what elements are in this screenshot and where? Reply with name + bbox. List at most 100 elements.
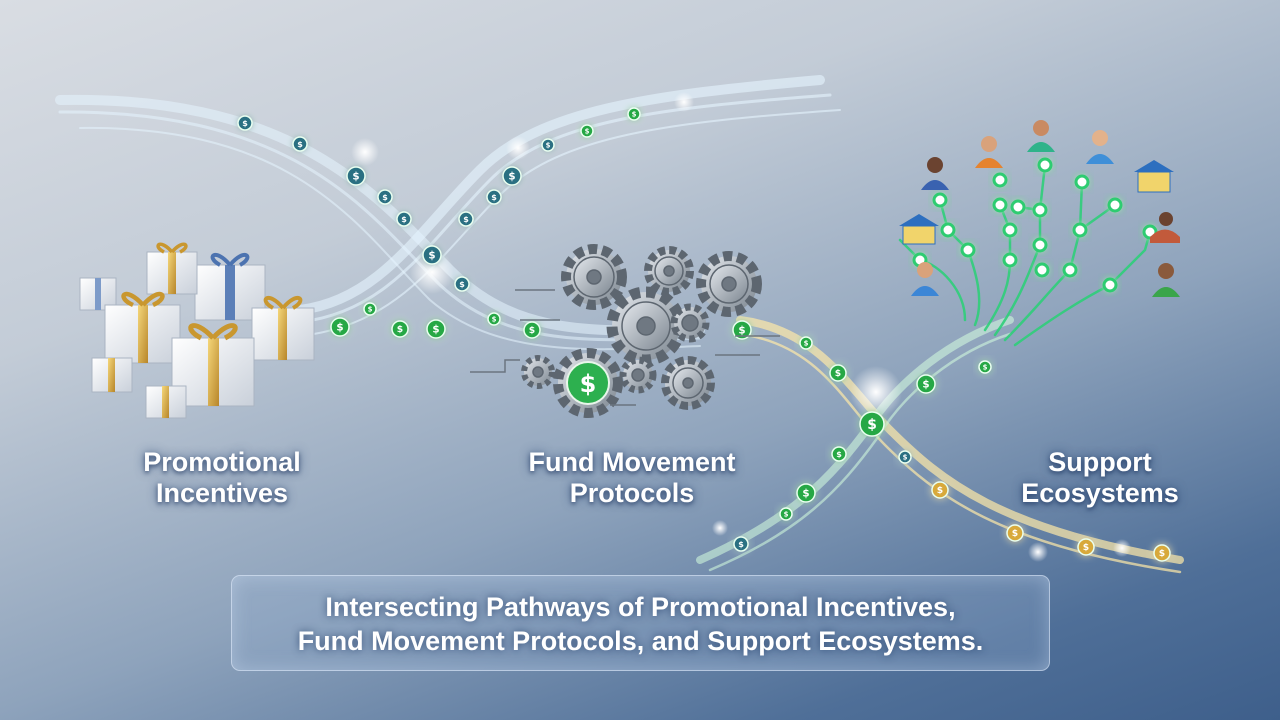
promotional-incentives-label: Promotional Incentives [107,447,337,509]
tree-node [1002,252,1018,268]
svg-text:$: $ [1083,542,1089,553]
coin-group: $ $ $ $ $ $ $ $ $ $ $ $ $ $ $ $ $ $ $ $ $ $ $ $ $ $ $ $ $ $ $ $ $ $ [237,107,1171,562]
svg-text:$: $ [836,450,842,459]
fund-movement-protocols-label: Fund Movement Protocols [502,447,762,509]
svg-text:$: $ [784,510,789,518]
tree-node [992,197,1008,213]
coin-icon: $ [237,115,253,131]
coin-icon: $ [799,336,813,350]
coin-icon: $ [627,107,641,121]
tree-node [940,222,956,238]
svg-text:$: $ [459,280,465,289]
svg-text:$: $ [903,453,908,461]
coin-icon: $ [458,211,474,227]
tree-node [1032,202,1048,218]
gift-icon [194,252,266,321]
gear-icon [696,251,762,317]
svg-text:$: $ [835,368,841,379]
svg-text:$: $ [492,315,497,323]
coin-icon: $ [978,360,992,374]
coin-icon: $ [363,302,377,316]
svg-text:$: $ [463,215,469,224]
svg-text:$: $ [937,485,943,496]
tree-node [1037,157,1053,173]
coin-icon: $ [486,189,502,205]
coin-icon: $ [377,189,393,205]
people-figures [899,120,1180,297]
path-lower-left-up [295,75,841,337]
svg-text:$: $ [804,339,809,347]
person-icon [975,136,1003,168]
path-green-right-down [696,316,1014,572]
svg-text:$: $ [297,140,303,149]
person-icon [1152,263,1180,297]
gift-icon [251,295,315,361]
svg-text:$: $ [508,171,515,183]
tree-node [1072,222,1088,238]
tree-node [932,192,948,208]
coin-icon: $ [732,320,752,340]
svg-text:$: $ [432,324,439,336]
coin-icon: $ [523,321,541,339]
svg-text:$: $ [802,488,809,500]
svg-text:$: $ [336,322,343,334]
gear-icon [670,303,710,343]
dollar-icon: $ [580,370,597,398]
coin-icon: $ [422,245,442,265]
tree-trunk [898,163,1152,347]
coin-icon: $ [1006,524,1024,542]
coin-icon: $ [346,166,366,186]
svg-text:$: $ [867,417,877,433]
caption-panel: Intersecting Pathways of Promotional Inc… [231,575,1050,671]
tree-node [1102,277,1118,293]
svg-text:$: $ [738,540,744,549]
coin-icon: $ [1153,544,1171,562]
svg-text:$: $ [922,379,929,391]
coin-icon: $ [487,312,501,326]
label-line: Incentives [155,478,289,508]
caption-line: Intersecting Pathways of Promotional Inc… [325,592,956,622]
coin-icon: $ [898,450,912,464]
svg-text:$: $ [242,119,248,128]
coin-icon: $ [580,124,594,138]
gear-cluster [470,244,780,418]
person-icon [911,262,939,296]
person-icon [1150,212,1180,243]
svg-text:$: $ [397,324,403,335]
svg-text:$: $ [529,325,535,336]
coin-icon: $ [931,481,949,499]
coin-icon: $ [541,138,555,152]
building-icon [899,214,939,245]
gift-boxes [79,242,315,419]
coin-icon: $ [916,374,936,394]
svg-text:$: $ [352,171,359,183]
svg-text:$: $ [1012,528,1018,539]
label-line: Fund Movement [528,447,736,477]
svg-text:$: $ [382,193,388,202]
gift-icon [146,242,198,295]
coin-icon: $ [779,507,793,521]
coin-icon: $ [796,483,816,503]
sparkles [351,92,1131,562]
tree-node [992,172,1008,188]
svg-text:$: $ [632,110,637,118]
label-line: Support [1048,447,1152,477]
gear-icon [521,355,555,389]
gear-icon [561,244,627,310]
coin-icon: $ [330,317,350,337]
svg-text:$: $ [368,305,373,313]
svg-text:$: $ [983,363,988,371]
caption-line: Fund Movement Protocols, and Support Eco… [297,626,984,656]
svg-text:$: $ [1159,548,1165,559]
label-line: Promotional [143,447,301,477]
coin-icon: $ [391,320,409,338]
person-icon [921,157,949,190]
coin-icon: $ [831,446,847,462]
svg-text:$: $ [585,127,590,135]
coin-icon: $ [859,411,885,437]
tree-node [1002,222,1018,238]
svg-text:$: $ [738,325,745,337]
tree-node [960,242,976,258]
person-icon [1086,130,1114,164]
circuit-connectors [470,289,780,406]
